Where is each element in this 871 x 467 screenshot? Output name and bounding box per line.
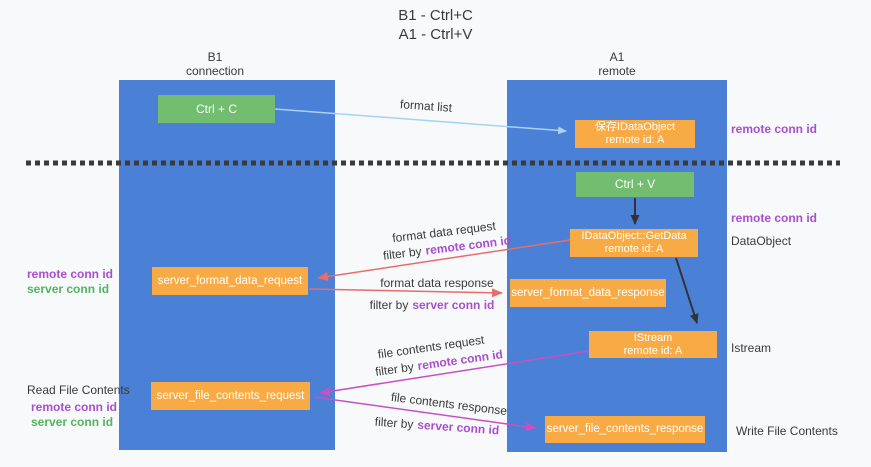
left-column-name: B1	[207, 50, 223, 64]
title-line-2: A1 - Ctrl+V	[398, 26, 473, 43]
server-format-data-response-label: server_format_data_response	[511, 286, 665, 299]
write-file-contents-label: Write File Contents	[736, 424, 838, 438]
right-mid-remote-conn-id-label: remote conn id	[731, 211, 818, 225]
filter-by-text: filter by	[374, 359, 415, 379]
left-remote-conn-id-label: remote conn id	[27, 267, 114, 281]
server-format-data-request-box: server_format_data_request	[152, 267, 308, 295]
file-contents-response-label: file contents response	[390, 389, 508, 419]
save-idataobject-box: 保存IDataObject remote id: A	[575, 120, 695, 148]
istream-line1: IStream	[633, 331, 673, 344]
server-file-contents-response-box: server_file_contents_response	[545, 416, 705, 443]
server-conn-id-text: server conn id	[416, 417, 500, 438]
server-format-data-response-box: server_format_data_response	[510, 279, 666, 307]
idataobject-getdata-box: IDataObject::GetData remote id: A	[570, 229, 698, 257]
left-server-conn-id-label: server conn id	[27, 282, 110, 296]
diagram-title: B1 - Ctrl+C A1 - Ctrl+V	[0, 6, 871, 44]
right-column-role: remote	[598, 64, 636, 78]
server-file-contents-request-box: server_file_contents_request	[151, 382, 310, 410]
ctrl-v-label: Ctrl + V	[614, 177, 656, 191]
title-line-1: B1 - Ctrl+C	[398, 7, 473, 24]
right-column-header: A1 remote	[547, 50, 687, 78]
right-column-name: A1	[609, 50, 625, 64]
ctrl-c-box: Ctrl + C	[158, 95, 275, 123]
idataobject-getdata-line2: remote id: A	[604, 243, 664, 255]
server-file-contents-response-label: server_file_contents_response	[546, 423, 704, 435]
filter-by-text: filter by	[369, 298, 409, 312]
server-file-contents-request-label: server_file_contents_request	[156, 389, 305, 402]
ctrl-v-box: Ctrl + V	[576, 172, 694, 197]
read-file-contents-label: Read File Contents	[27, 383, 130, 397]
right-top-remote-conn-id-label: remote conn id	[731, 122, 818, 136]
istream-line2: remote id: A	[623, 344, 683, 357]
server-conn-id-text: server conn id	[412, 298, 495, 312]
ctrl-c-label: Ctrl + C	[195, 101, 237, 116]
filter-by-text: filter by	[382, 244, 423, 263]
left-bottom-server-conn-id-label: server conn id	[31, 415, 114, 429]
save-idataobject-line1: 保存IDataObject	[594, 121, 676, 133]
istream-box: IStream remote id: A	[589, 331, 717, 358]
format-list-label: format list	[399, 97, 453, 115]
save-idataobject-line2: remote id: A	[605, 134, 665, 146]
filter-by-text: filter by	[374, 414, 414, 432]
left-bottom-remote-conn-id-label: remote conn id	[31, 400, 118, 414]
dataobject-label: DataObject	[731, 234, 792, 248]
idataobject-getdata-line1: IDataObject::GetData	[581, 230, 687, 242]
istream-side-label: Istream	[731, 341, 772, 355]
left-column-header: B1 connection	[145, 50, 285, 78]
server-format-data-request-label: server_format_data_request	[157, 274, 303, 287]
format-data-response-label: format data response	[380, 276, 494, 290]
left-column-role: connection	[185, 64, 245, 78]
